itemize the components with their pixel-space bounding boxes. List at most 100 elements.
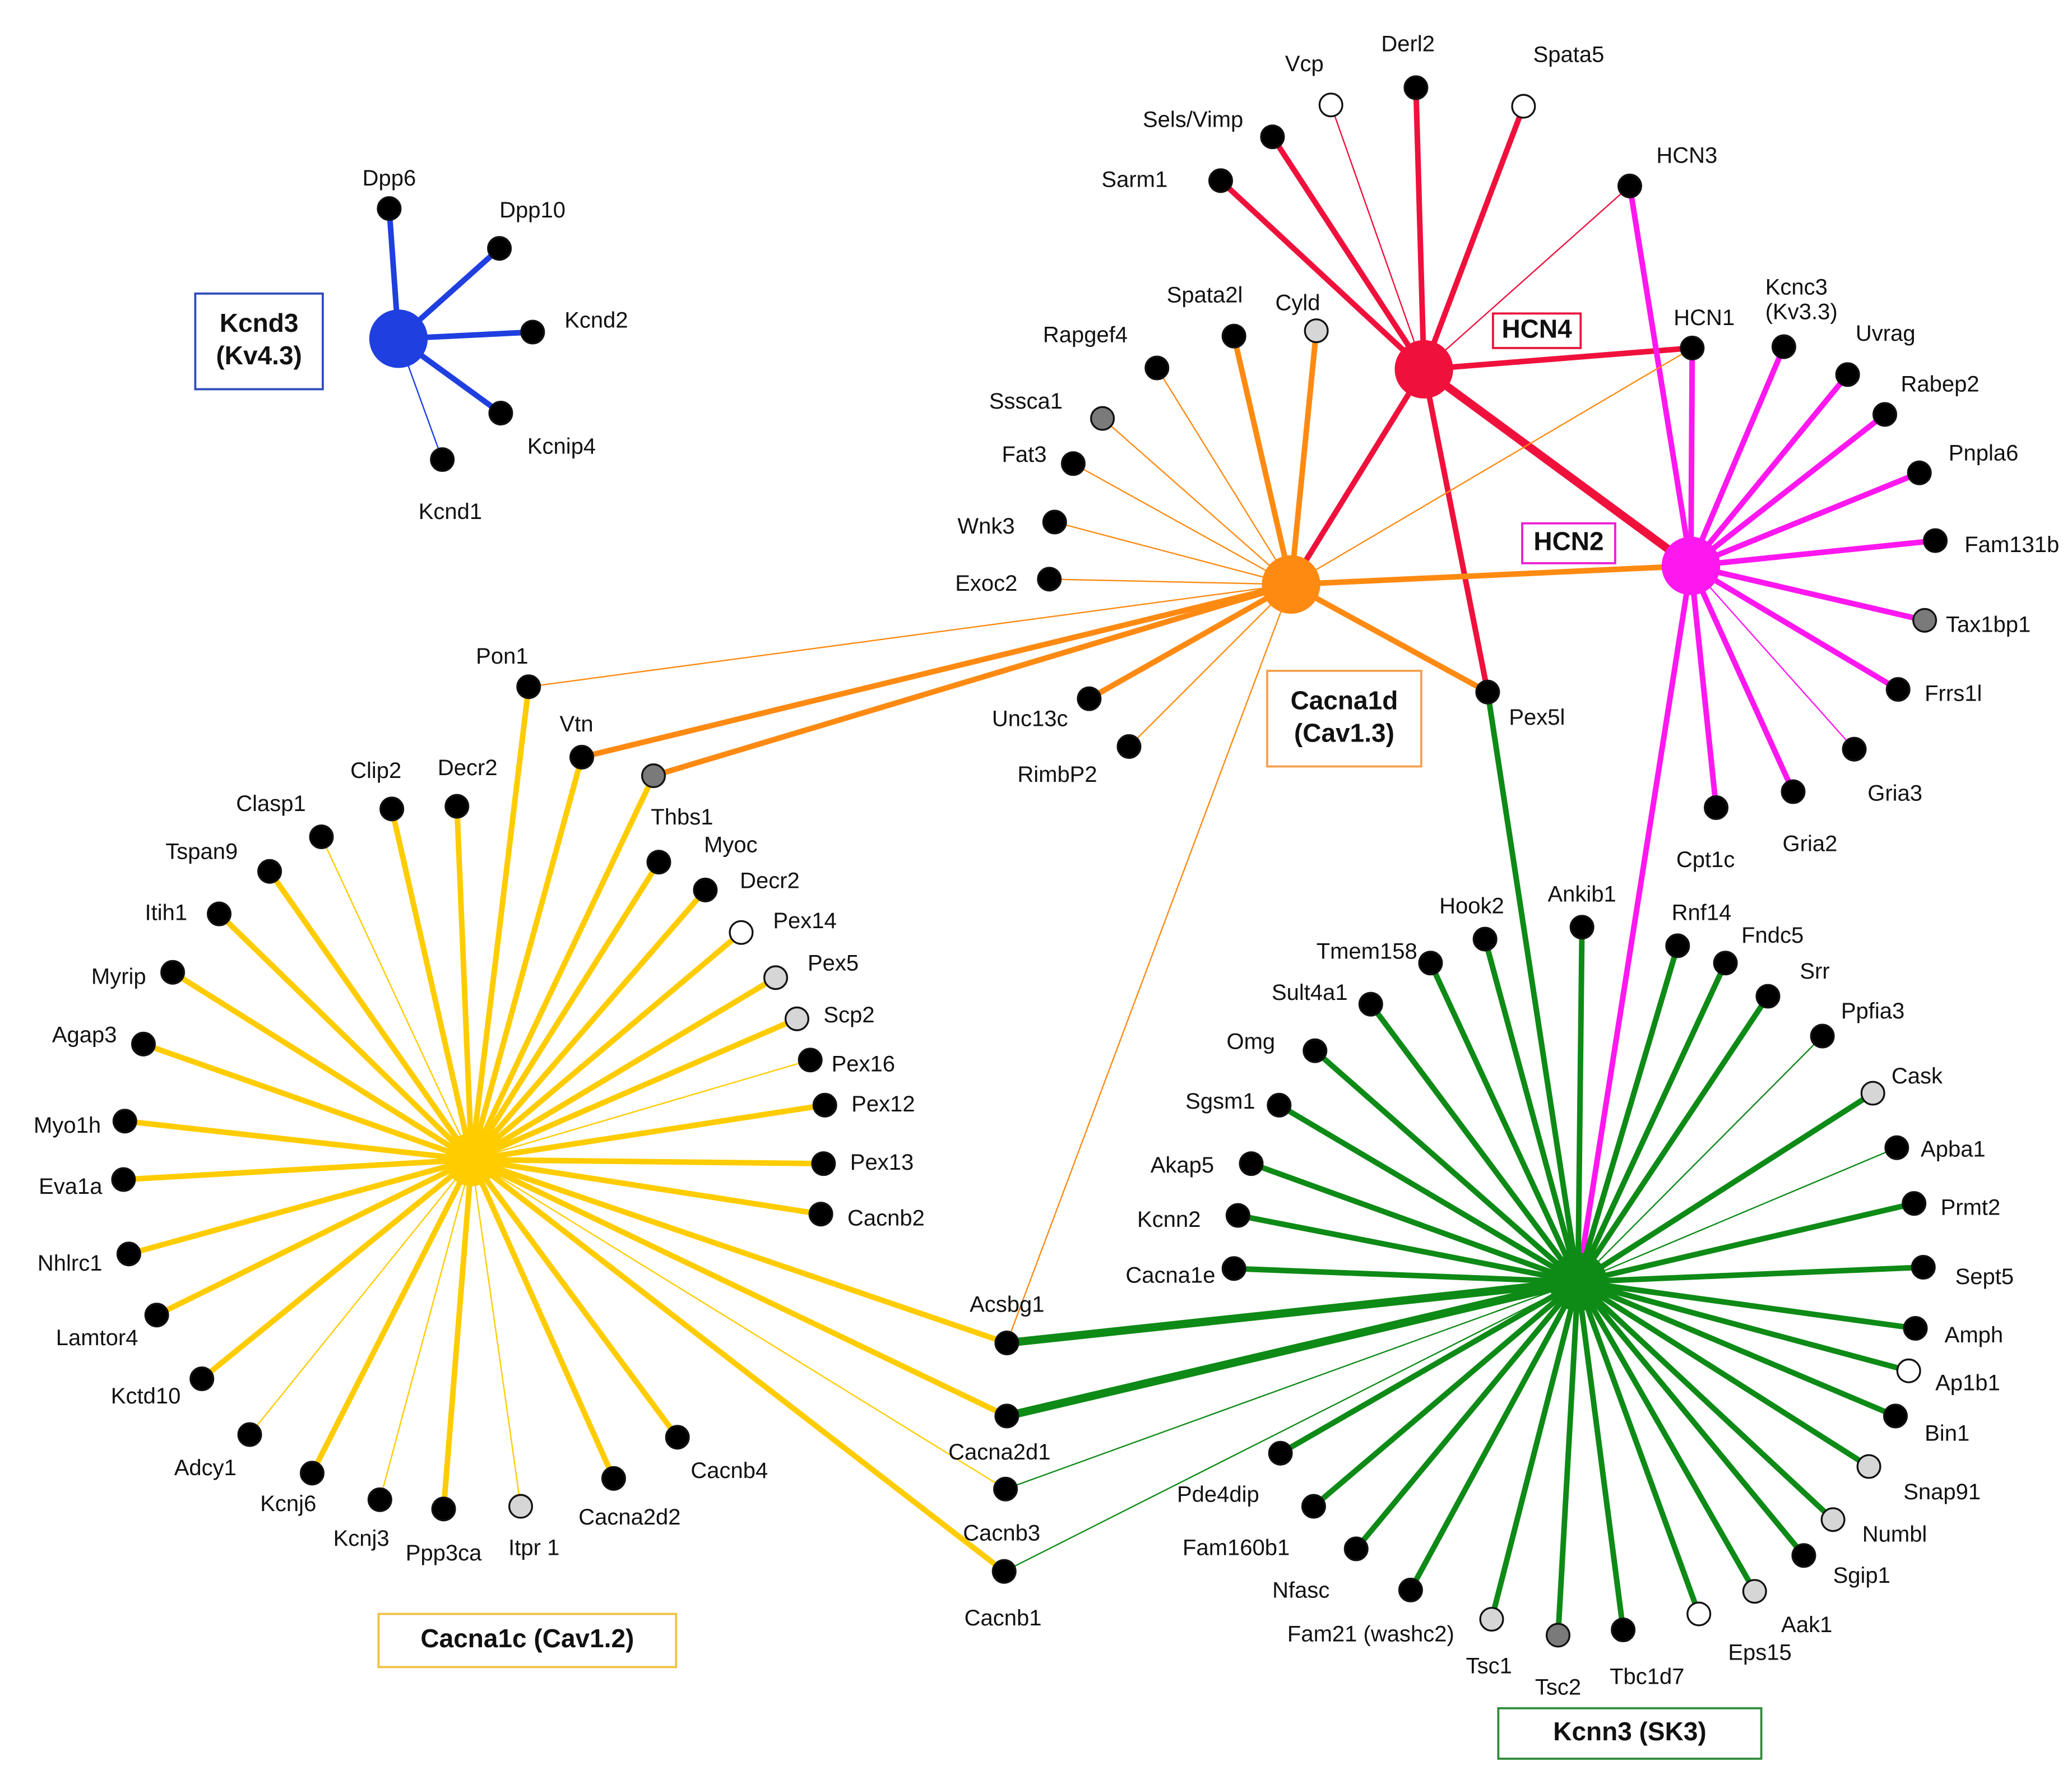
node-label-Eva1a: Eva1a — [39, 1174, 103, 1198]
edge-hcn4-cacna1d — [1288, 366, 1427, 587]
node-label-text: Snap91 — [1903, 1479, 1981, 1504]
edge-cacna1d-Cyld — [1288, 328, 1319, 587]
node-Kcnj3 — [367, 1487, 392, 1512]
node-label-Ppp3ca: Ppp3ca — [406, 1540, 482, 1565]
node-label-Kcnn2: Kcnn2 — [1137, 1207, 1200, 1232]
edge-hcn4-Vcp — [1330, 104, 1425, 370]
edge-kcnn3-Pex5l — [1485, 689, 1581, 1285]
node-label-Scp2: Scp2 — [823, 1003, 874, 1027]
node-label-text: Decr2 — [438, 756, 498, 780]
edge-kcnn3-Amph — [1575, 1279, 1918, 1331]
node-Cacna2d1 — [994, 1403, 1019, 1429]
node-label-text: Hook2 — [1439, 893, 1504, 918]
node-Cacna1e — [1221, 1256, 1246, 1281]
node-Clip2 — [379, 796, 405, 822]
edge-kcnn3-Acsbg1 — [1003, 1277, 1582, 1347]
node-Uvrag — [1835, 362, 1860, 387]
hub-cacna1d — [1262, 555, 1320, 614]
node-label-text: Myoc — [704, 832, 758, 857]
node-label-Omg: Omg — [1227, 1029, 1276, 1054]
hub-label-text: Kcnd3 — [220, 308, 299, 337]
node-HCN3 — [1617, 173, 1643, 198]
node-Tbc1d7 — [1611, 1617, 1636, 1643]
node-label-text: Rapgef4 — [1043, 322, 1128, 347]
node-label-Fat3: Fat3 — [1002, 442, 1047, 466]
node-label-Pex5l: Pex5l — [1509, 705, 1565, 730]
edge-kcnn3-Numbl — [1575, 1279, 1836, 1523]
node-Eva1a — [111, 1167, 136, 1192]
edge-hcn4-hcn2 — [1420, 365, 1695, 570]
node-label-Myrip: Myrip — [91, 964, 146, 989]
edge-kcnn3-Ankib1 — [1575, 924, 1585, 1285]
node-label-text: Prmt2 — [1941, 1195, 2001, 1220]
hub-label-frame — [1497, 1707, 1763, 1760]
edge-kcnn3-Akap5 — [1248, 1161, 1581, 1285]
node-label-text: Unc13c — [992, 706, 1068, 731]
node-Pex5l — [1475, 679, 1500, 705]
edge-cacna1c-Adcy1 — [249, 1159, 472, 1435]
node-label-Cyld: Cyld — [1275, 290, 1320, 315]
node-label-Agap3: Agap3 — [52, 1022, 117, 1047]
node-label-text: Tmem158 — [1317, 939, 1417, 963]
edge-cacna1c-Thbs1 — [469, 773, 657, 1162]
node-Dpp10 — [487, 236, 512, 261]
edge-kcnn3-Ap1b1 — [1575, 1279, 1912, 1374]
edge-kcnn3-Cacnb1 — [1003, 1281, 1579, 1572]
hub-label-frame — [377, 1613, 678, 1669]
node-label-text: Cacna1e — [1125, 1263, 1215, 1287]
node-label-Pex5: Pex5 — [808, 951, 859, 975]
edge-cacna1c-Cacnb2 — [469, 1157, 824, 1217]
edge-hcn2-Rabep2 — [1688, 411, 1888, 569]
hub-label-box-cacna1c: Cacna1c (Cav1.2) — [377, 1613, 678, 1669]
edge-kcnn3-Nfasc — [1353, 1279, 1581, 1552]
node-Unc13c — [1077, 686, 1102, 711]
node-label-Sgsm1: Sgsm1 — [1185, 1089, 1255, 1114]
node-label-Pnpla6: Pnpla6 — [1949, 441, 2019, 465]
node-label-text: Fndc5 — [1741, 923, 1804, 947]
node-label-text: Sels/Vimp — [1143, 107, 1243, 132]
node-label-Sult4a1: Sult4a1 — [1272, 980, 1348, 1004]
node-label-text: Sept5 — [1955, 1264, 2014, 1289]
edge-kcnn3-Pde4dip — [1277, 1279, 1581, 1456]
node-Itih1 — [207, 901, 232, 926]
node-label-text: Lamtor4 — [56, 1326, 138, 1350]
node-label-text: Cacnb3 — [963, 1521, 1040, 1545]
node-label-Ppfia3: Ppfia3 — [1841, 999, 1904, 1023]
edge-cacna1d-Acsbg1 — [1006, 583, 1292, 1344]
hub-cacna1c — [444, 1133, 498, 1187]
node-label-Thbs1: Thbs1 — [651, 804, 713, 829]
edge-cacna1c-Myrip — [170, 969, 475, 1162]
node-label-Cacna2d2: Cacna2d2 — [578, 1504, 680, 1529]
node-Kctd10 — [189, 1366, 215, 1392]
edge-cacna1c-Kcnj3 — [379, 1159, 472, 1500]
node-Cacnb1 — [991, 1559, 1017, 1584]
node-label-text: Spata5 — [1533, 42, 1605, 67]
node-label-text: Fam131b — [1964, 532, 2059, 557]
nodes-layer — [111, 75, 1948, 1648]
node-label-text: Pex16 — [832, 1051, 895, 1076]
node-label-text: Tsc2 — [1535, 1675, 1581, 1699]
node-Kcnc3 — [1771, 334, 1796, 359]
node-Kcnn2 — [1225, 1203, 1250, 1228]
node-label-Gria2: Gria2 — [1783, 831, 1838, 856]
node-label-text: Itpr 1 — [508, 1535, 559, 1560]
edge-hcn2-Gria3 — [1690, 565, 1855, 750]
node-Spata5 — [1511, 94, 1536, 119]
edge-cacna1d-Fat3 — [1072, 462, 1292, 585]
edge-cacna1c-Pex14 — [469, 929, 744, 1162]
node-label-Bin1: Bin1 — [1925, 1421, 1969, 1445]
node-label-text: Kcnip4 — [527, 434, 596, 458]
node-label-text: Frrs1l — [1925, 681, 1982, 706]
node-label-text: Eva1a — [39, 1174, 103, 1198]
edge-kcnn3-Snap91 — [1575, 1279, 1872, 1470]
node-Gria2 — [1781, 779, 1806, 804]
edge-cacna1c-Pex5 — [469, 975, 779, 1162]
hub-label-text: HCN2 — [1533, 526, 1603, 555]
edge-cacna1c-Nhlrc1 — [126, 1157, 475, 1257]
edge-cacna1d-Rapgef4 — [1156, 367, 1292, 585]
edge-kcnn3-Kcnn2 — [1235, 1212, 1581, 1285]
node-label-text: Scp2 — [823, 1003, 874, 1027]
node-Akap5 — [1239, 1151, 1264, 1176]
node-label-text: Dpp10 — [499, 197, 565, 222]
node-label-Pex14: Pex14 — [773, 908, 836, 933]
